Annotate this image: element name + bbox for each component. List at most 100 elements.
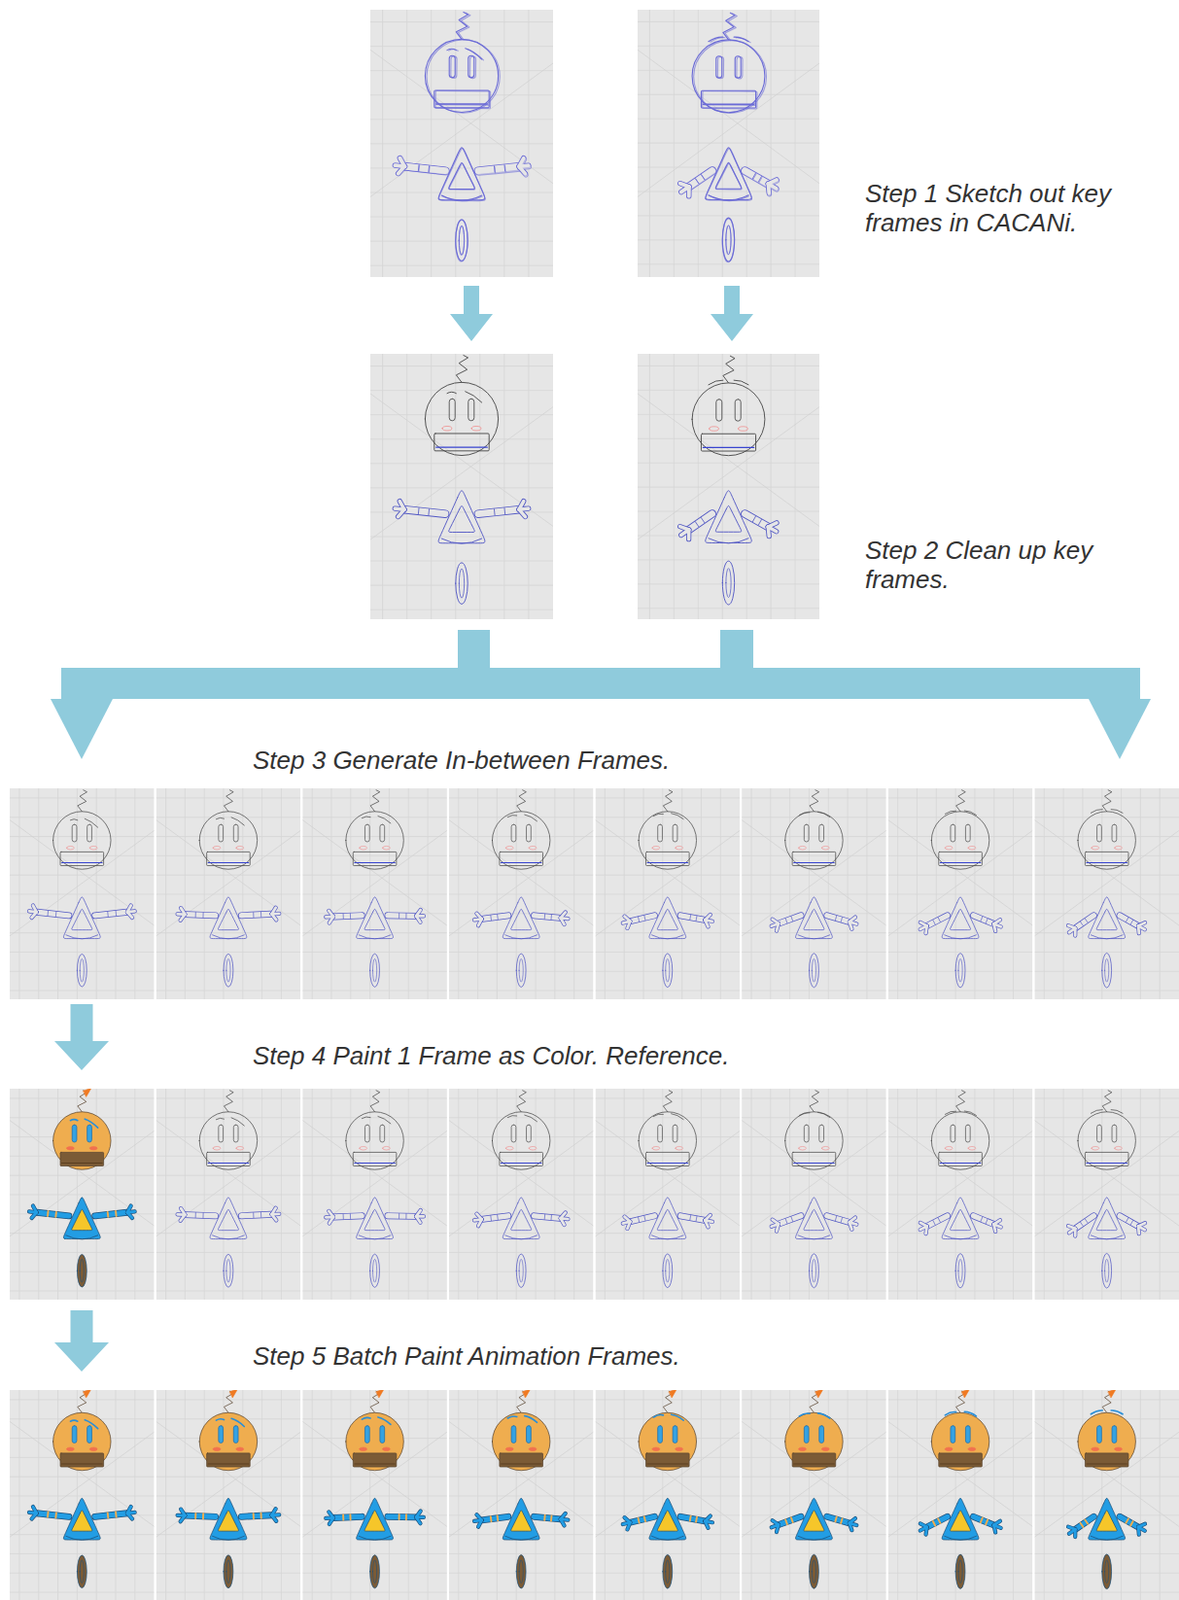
grid-line <box>479 353 481 620</box>
mouth-line <box>62 1463 104 1465</box>
grid-line <box>449 1271 594 1273</box>
robot-head <box>346 1111 404 1170</box>
robot-arm <box>36 1513 70 1518</box>
grid-line <box>1043 1389 1045 1600</box>
robot-arm <box>534 1215 561 1219</box>
robot-body <box>941 1197 979 1240</box>
arm-stripe <box>694 178 699 184</box>
frame-ground <box>156 788 302 1000</box>
robot-brow <box>507 814 517 817</box>
robot-brow <box>69 819 77 821</box>
wheel-hub <box>372 1258 377 1283</box>
grid-line <box>408 1389 410 1600</box>
wheel-hub <box>726 225 731 255</box>
grid-line <box>741 1116 887 1118</box>
robot-figure <box>325 1090 424 1288</box>
robot-eye <box>468 398 475 421</box>
grid-line <box>741 893 887 895</box>
grid-line <box>302 990 448 992</box>
grid-line <box>888 874 1034 876</box>
robot-brow <box>378 1115 391 1123</box>
robot-brow <box>798 1112 810 1116</box>
arm-stripe <box>985 918 988 924</box>
grid-line <box>741 874 887 876</box>
animation-frame <box>449 1088 594 1300</box>
robot-claw-fill <box>400 158 406 168</box>
wheel-hub <box>226 1258 231 1283</box>
robot-head <box>931 811 989 869</box>
grid-line <box>1012 788 1014 1000</box>
arm-stripe <box>550 1214 552 1220</box>
perspective-line <box>1034 820 1179 927</box>
body-panel <box>449 163 476 190</box>
perspective-line <box>449 830 594 937</box>
robot-figure <box>177 790 280 987</box>
grid-line <box>408 788 410 1000</box>
grid-line <box>595 874 741 876</box>
robot-claw <box>772 919 779 924</box>
robot-arm-fill <box>689 171 713 187</box>
robot-antenna <box>223 790 234 812</box>
robot-brow <box>231 817 244 826</box>
robot-arm-fill <box>972 915 994 925</box>
grid-line <box>595 932 741 934</box>
perspective-line <box>156 1120 302 1227</box>
body-base-line <box>358 935 391 939</box>
body-panel <box>449 162 476 189</box>
grid-line <box>1140 1088 1142 1300</box>
robot-head <box>199 1111 257 1170</box>
grid-line <box>897 788 899 1000</box>
robot-head <box>1077 1111 1136 1170</box>
step-caption-box: Step 1 Sketch out key frames in CACANi. <box>865 178 1157 238</box>
grid-line <box>681 788 683 1000</box>
arm-stripe <box>1084 1519 1088 1524</box>
robot-brow <box>215 1419 224 1421</box>
robot-claw-fill <box>180 907 185 914</box>
robot-brow <box>361 1417 371 1420</box>
grid-line <box>370 192 554 194</box>
grid-line <box>1159 1389 1161 1600</box>
grid-line <box>888 990 1034 992</box>
robot-brow <box>944 810 956 814</box>
grid-line <box>751 788 753 1000</box>
robot-claw <box>1068 1526 1075 1530</box>
robot-blush <box>675 1145 684 1150</box>
robot-arm-fill <box>184 1515 215 1517</box>
grid-line <box>888 1175 1034 1177</box>
robot-figure <box>680 355 777 605</box>
grid-line <box>741 1494 887 1496</box>
robot-arm-fill <box>95 1513 128 1518</box>
wheel-hub <box>726 225 732 255</box>
grid-line <box>595 1553 741 1555</box>
grid-line <box>18 1389 20 1600</box>
robot-blush <box>212 1145 221 1150</box>
mouth-line <box>208 1162 249 1164</box>
grid-line <box>637 263 820 265</box>
grid-line <box>700 1088 702 1300</box>
robot-brow <box>449 49 458 52</box>
robot-eye <box>734 399 741 421</box>
robot-figure <box>29 790 136 987</box>
arm-stripe <box>1084 1218 1088 1223</box>
robot-wheel <box>455 219 468 261</box>
arm-stripe <box>489 915 492 921</box>
robot-body <box>356 1197 394 1240</box>
robot-arm-fill <box>482 915 509 920</box>
body-base-line <box>441 195 482 201</box>
robot-arm-fill <box>629 915 655 922</box>
arm-stripe <box>349 1213 351 1219</box>
body-base-line <box>708 195 749 202</box>
grid-line <box>637 511 820 513</box>
robot-blush <box>89 845 98 850</box>
perspective-line <box>156 830 302 937</box>
grid-line <box>370 265 554 267</box>
arm-stripe <box>1125 1518 1128 1523</box>
grid-line <box>741 1271 887 1273</box>
grid-line <box>637 583 820 585</box>
arm-stripe <box>638 1216 640 1222</box>
grid-line <box>888 970 1034 972</box>
robot-brow <box>798 1413 810 1417</box>
robot-claw-fill <box>704 919 708 927</box>
body-base-line <box>1090 935 1123 939</box>
